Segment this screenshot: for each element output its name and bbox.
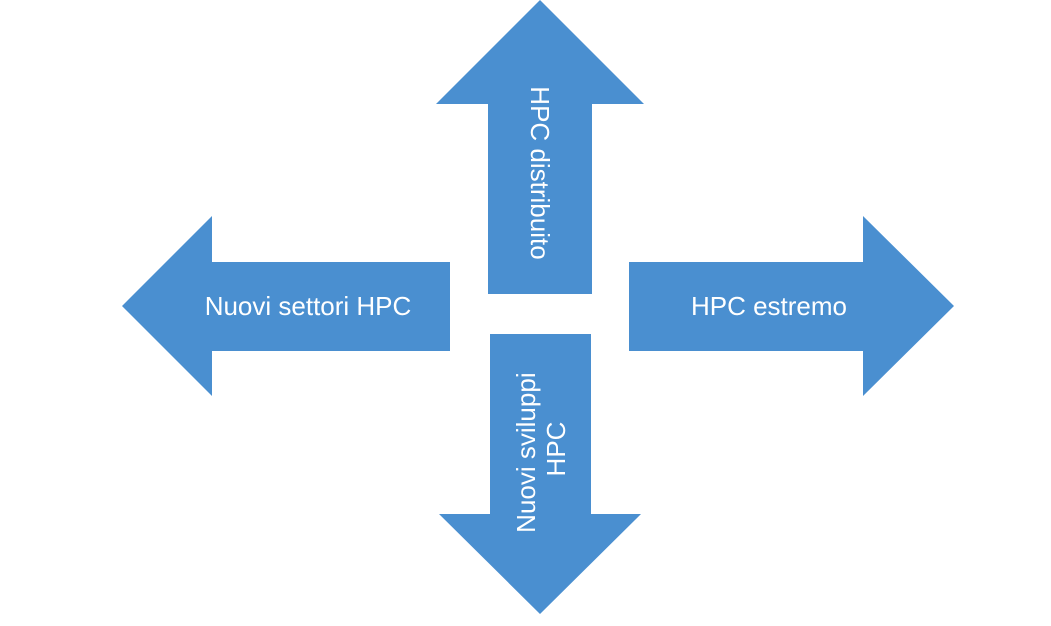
arrow-down: Nuovi sviluppi HPC: [439, 334, 641, 614]
arrow-right-label: HPC estremo: [691, 291, 847, 321]
arrow-left-label: Nuovi settori HPC: [205, 291, 412, 321]
arrow-up-label: HPC distribuito: [525, 86, 555, 259]
arrow-down-label-line1: Nuovi sviluppi: [511, 372, 541, 532]
arrow-down-shape: [439, 334, 641, 614]
arrow-down-label-line2: HPC: [541, 422, 571, 477]
arrow-right: HPC estremo: [629, 216, 954, 396]
arrow-left-shape: [122, 216, 450, 396]
arrow-down-label: Nuovi sviluppi HPC: [511, 365, 571, 533]
arrow-up-shape: [436, 0, 644, 294]
arrow-right-shape: [629, 216, 954, 396]
arrow-up: HPC distribuito: [436, 0, 644, 294]
arrow-left: Nuovi settori HPC: [122, 216, 450, 396]
